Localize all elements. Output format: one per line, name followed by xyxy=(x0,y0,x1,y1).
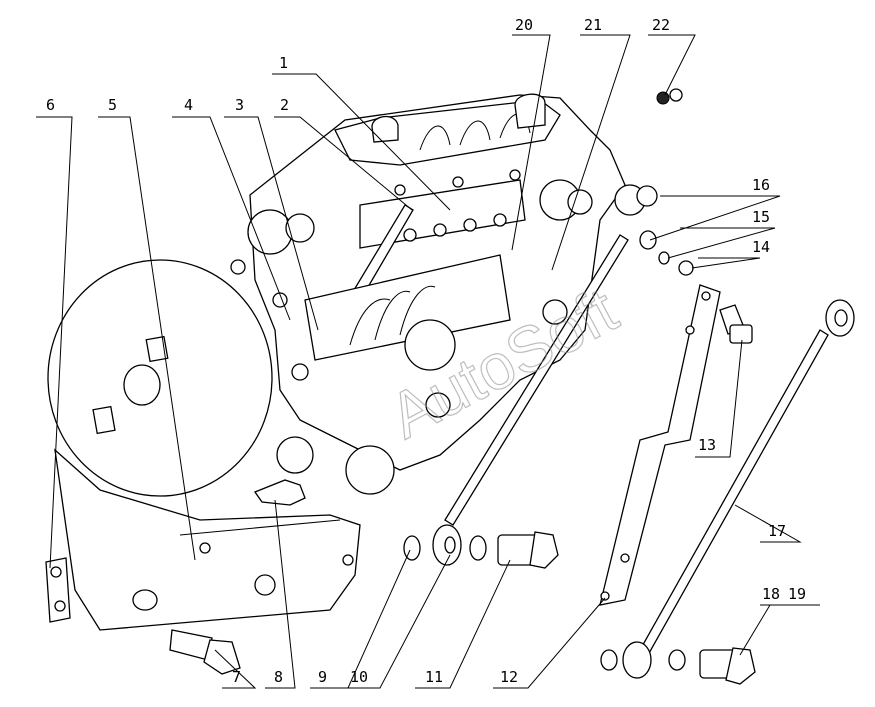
cap-part-22 xyxy=(656,88,683,105)
callout-20: 20 xyxy=(515,16,533,34)
plate-part-6 xyxy=(45,557,71,623)
callout-6: 6 xyxy=(46,96,55,114)
callout-13: 13 xyxy=(698,436,716,454)
bolt-part-7 xyxy=(169,629,241,675)
callout-18: 18 xyxy=(762,585,780,603)
callout-17: 17 xyxy=(768,522,786,540)
callout-5: 5 xyxy=(108,96,117,114)
callout-10: 10 xyxy=(350,668,368,686)
stay-bar-part-12 xyxy=(599,284,721,606)
banjo-bolt-part-11 xyxy=(497,531,559,569)
callout-16: 16 xyxy=(752,176,770,194)
fuel-line-part-17 xyxy=(600,299,855,679)
callout-12: 12 xyxy=(500,668,518,686)
banjo-bolt-part-19 xyxy=(699,647,756,685)
gasket-part-8 xyxy=(253,479,306,506)
leader-lines xyxy=(36,34,820,689)
callout-9: 9 xyxy=(318,668,327,686)
callout-4: 4 xyxy=(184,96,193,114)
callout-21: 21 xyxy=(584,16,602,34)
engine-pump-assembly xyxy=(230,93,658,495)
callout-22: 22 xyxy=(652,16,670,34)
callout-1: 1 xyxy=(279,54,288,72)
drive-pulley xyxy=(47,259,273,497)
fuel-line-part-10 xyxy=(403,234,629,566)
bolt-part-13 xyxy=(719,304,753,344)
callout-19: 19 xyxy=(788,585,806,603)
callout-7: 7 xyxy=(232,668,241,686)
callout-14: 14 xyxy=(752,238,770,256)
callout-2: 2 xyxy=(280,96,289,114)
callout-labels: 1 2 3 4 5 6 7 8 9 10 11 12 13 14 15 16 1… xyxy=(46,16,806,686)
washers-parts-14-16 xyxy=(639,230,694,276)
callout-11: 11 xyxy=(425,668,443,686)
callout-8: 8 xyxy=(274,668,283,686)
callout-3: 3 xyxy=(235,96,244,114)
callout-15: 15 xyxy=(752,208,770,226)
